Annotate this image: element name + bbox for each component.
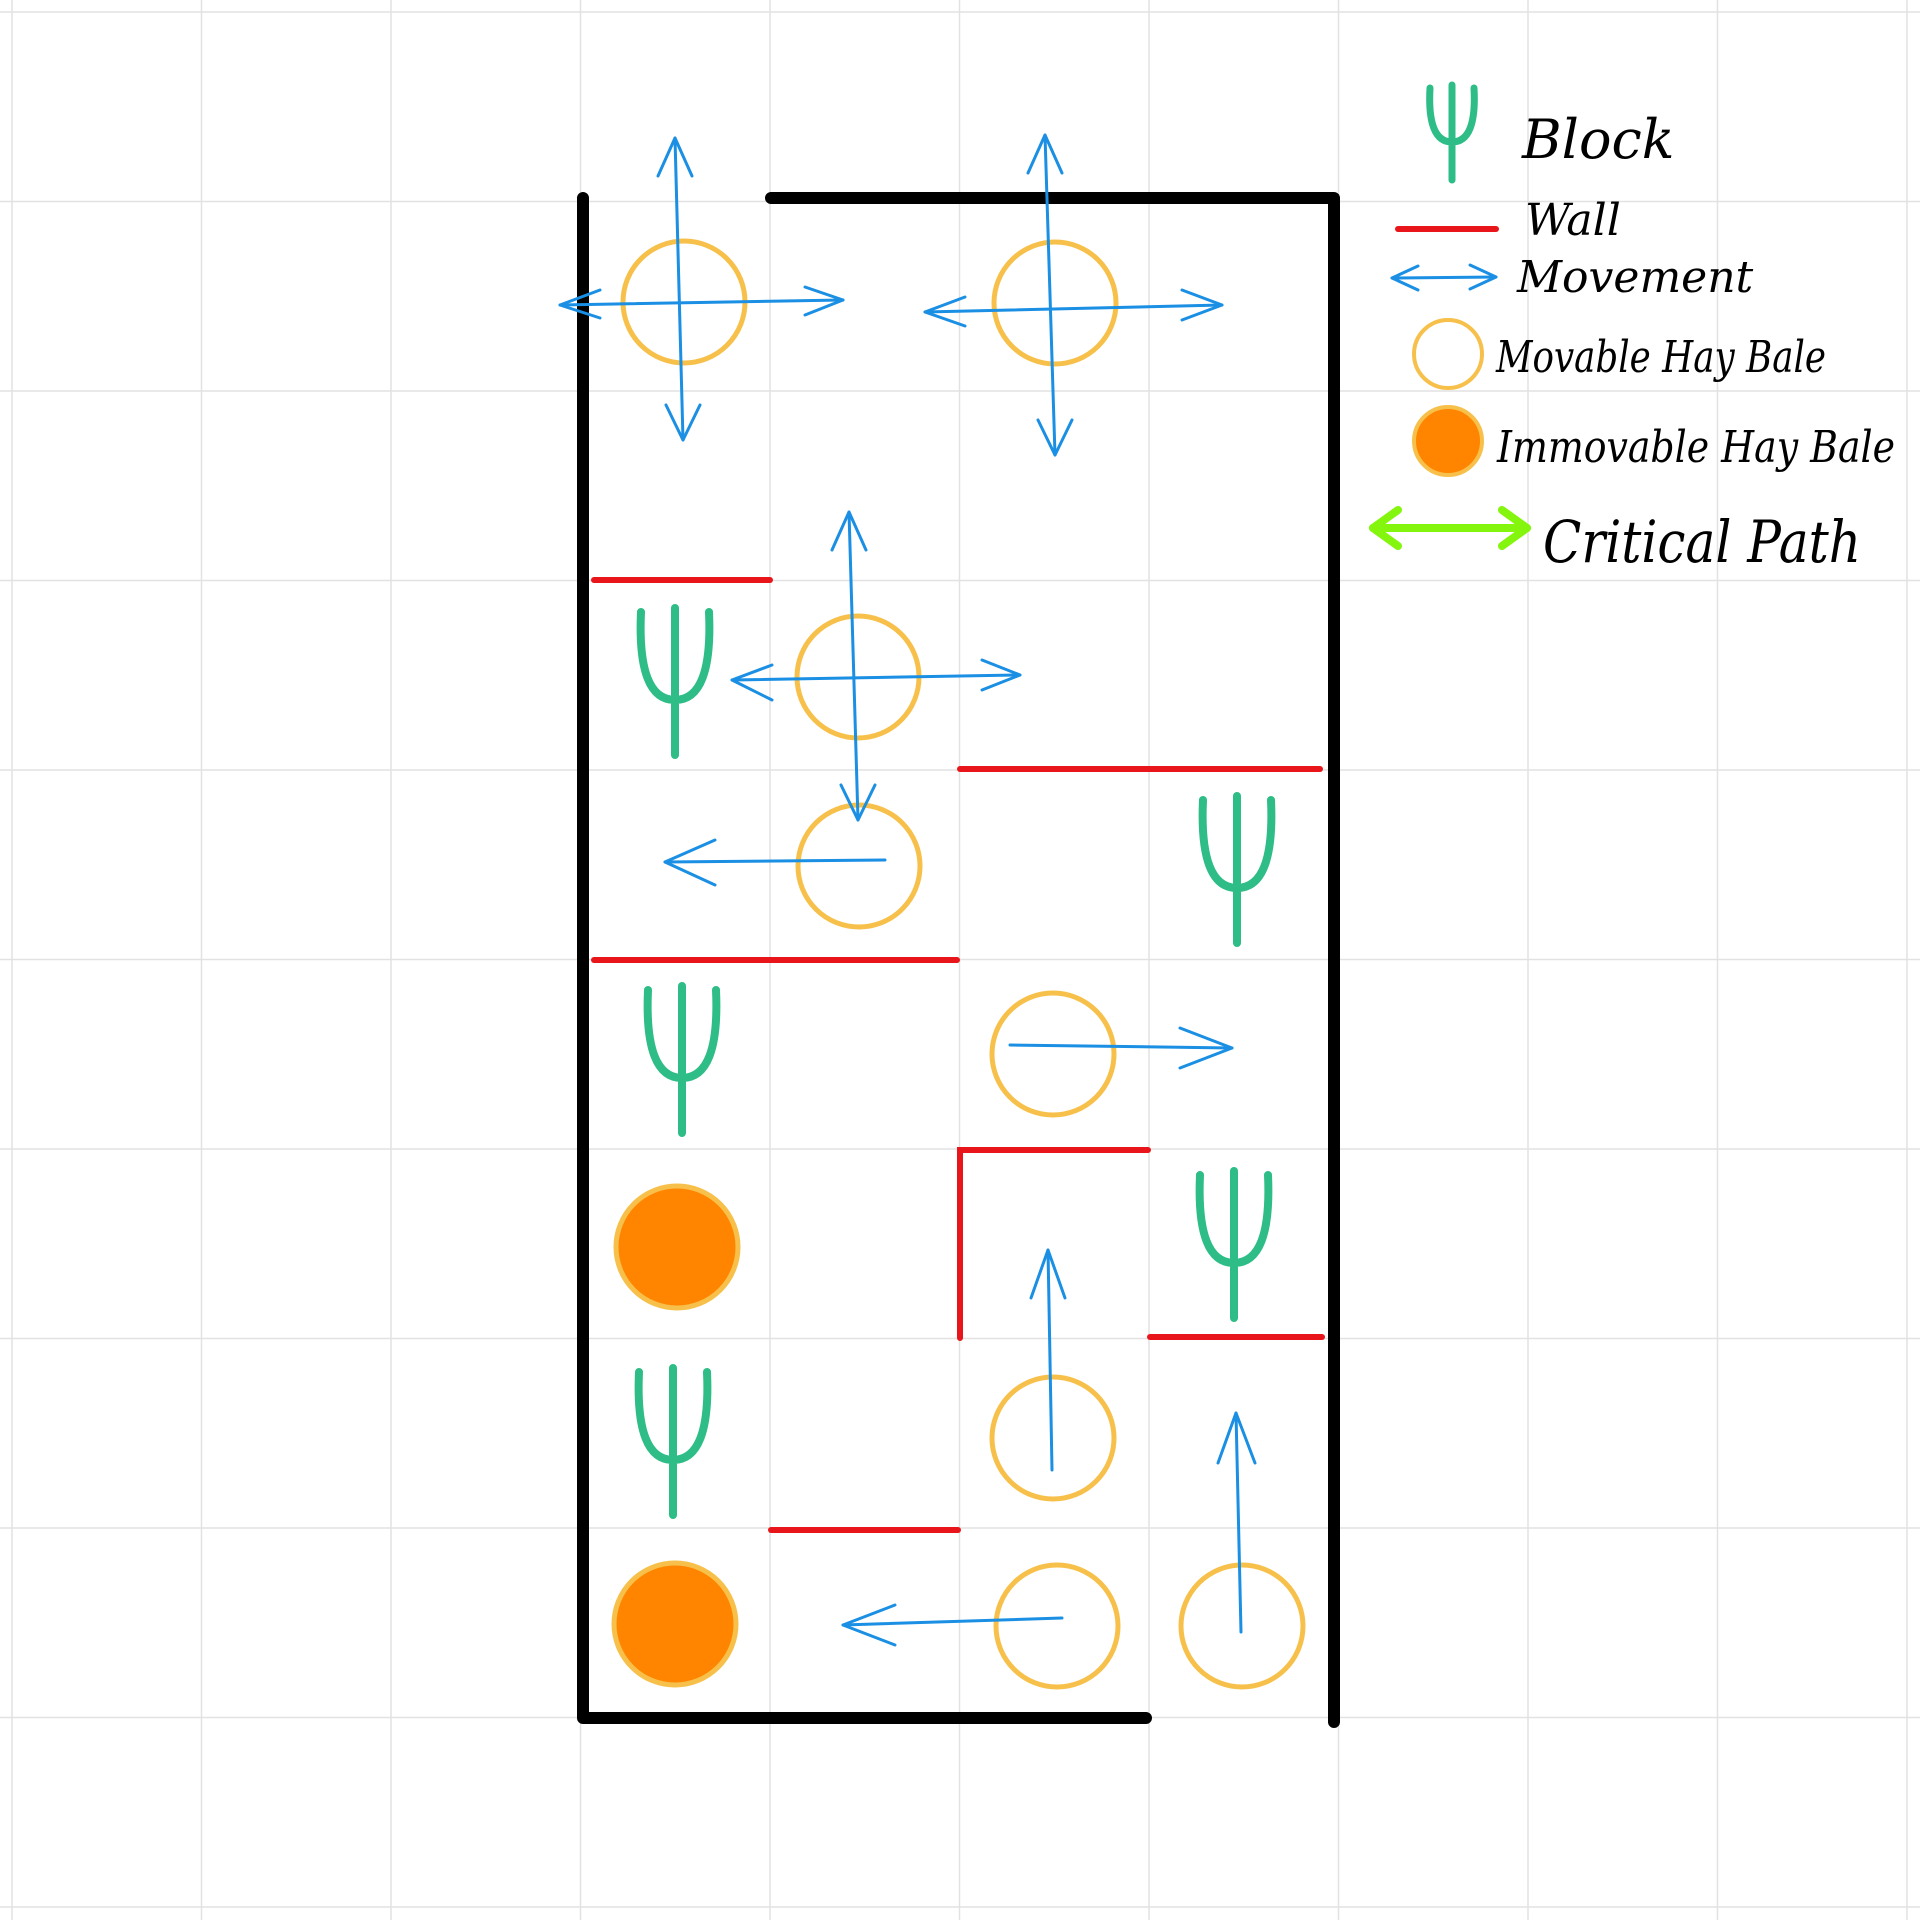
arrow-head — [730, 663, 774, 702]
arrow-head — [1036, 418, 1074, 457]
movement-arrow — [1234, 1411, 1243, 1634]
legend-movement-label: Movement — [1516, 252, 1754, 303]
arrow-head — [1216, 1411, 1257, 1465]
movable-hay-bales — [620, 238, 1306, 1690]
movement-arrow — [841, 1616, 1064, 1627]
movement-arrow — [673, 136, 685, 442]
arrow-head — [803, 285, 845, 317]
outer-walls — [577, 192, 1340, 1728]
movement-arrow — [1046, 1248, 1054, 1472]
inner-walls — [591, 577, 1325, 1533]
blocks — [634, 604, 1276, 1519]
legend-block-label: Block — [1521, 108, 1674, 171]
legend-immovable-label: Immovable Hay Bale — [1496, 422, 1895, 473]
movement-arrow — [663, 858, 887, 864]
hollow-circle-icon — [989, 990, 1117, 1118]
legend-movable-label: Movable Hay Bale — [1495, 332, 1826, 383]
wall — [957, 1147, 1151, 1341]
arrow-head — [663, 838, 717, 887]
double-arrow-icon — [1390, 263, 1498, 292]
movement-arrows — [558, 133, 1257, 1647]
filled-circle-icon — [613, 1183, 741, 1311]
filled-circle-icon — [1412, 405, 1484, 477]
trident-block-icon — [636, 604, 714, 759]
arrow-head — [1026, 133, 1064, 175]
arrow-head — [1180, 288, 1224, 322]
arrow-head — [923, 295, 967, 328]
legend: Block Wall Movement Movable Hay Bale Imm… — [1369, 81, 1895, 576]
trident-block-icon — [1426, 81, 1478, 184]
movement-arrow — [847, 510, 860, 822]
arrow-head — [839, 783, 877, 822]
movement-arrow — [1043, 133, 1057, 457]
green-double-arrow-icon — [1369, 506, 1531, 550]
arrow-head — [1029, 1248, 1067, 1300]
arrow-head — [980, 658, 1022, 692]
legend-wall-label: Wall — [1525, 195, 1621, 246]
trident-block-icon — [643, 982, 721, 1137]
outer-wall-left-bottom — [577, 192, 1152, 1724]
hollow-circle-icon — [1412, 318, 1484, 390]
movement-arrow — [923, 303, 1224, 314]
legend-critical-label: Critical Path — [1543, 508, 1861, 576]
arrow-head — [830, 510, 868, 552]
immovable-hay-bales — [611, 1183, 741, 1688]
movement-arrow — [558, 298, 845, 307]
hollow-circle-icon — [795, 802, 923, 930]
outer-wall-top-right — [765, 192, 1340, 1728]
arrow-head — [1178, 1026, 1234, 1070]
hollow-circle-icon — [989, 1374, 1117, 1502]
filled-circle-icon — [611, 1560, 739, 1688]
movement-arrow — [1008, 1043, 1234, 1050]
trident-block-icon — [1195, 1167, 1273, 1322]
arrow-head — [841, 1603, 897, 1647]
trident-block-icon — [1198, 792, 1276, 947]
arrow-head — [664, 403, 702, 442]
trident-block-icon — [634, 1364, 712, 1519]
hollow-circle-icon — [991, 239, 1119, 367]
arrow-head — [558, 288, 602, 320]
hollow-circle-icon — [993, 1562, 1121, 1690]
arrow-head — [656, 136, 694, 178]
hollow-circle-icon — [1178, 1562, 1306, 1690]
movement-arrow — [730, 673, 1022, 682]
